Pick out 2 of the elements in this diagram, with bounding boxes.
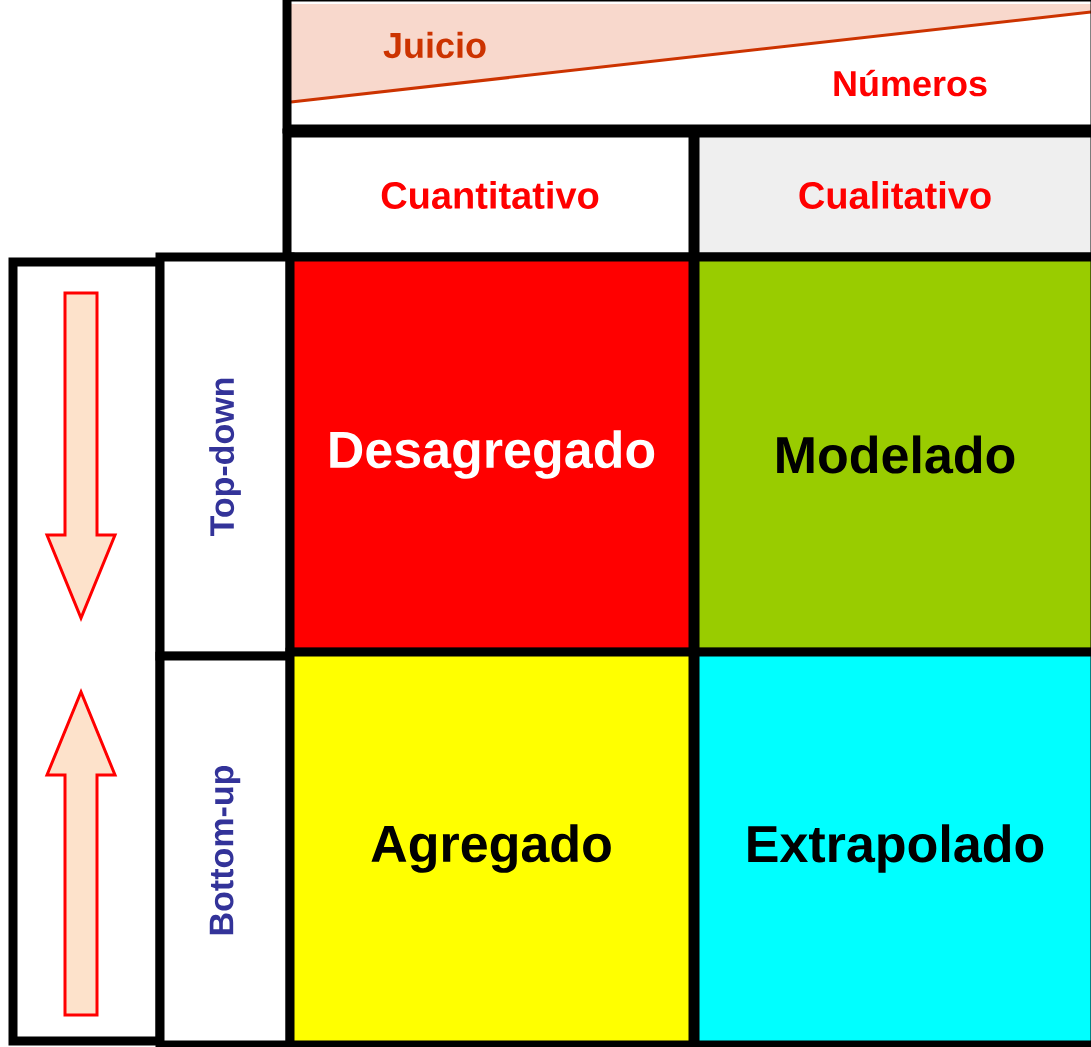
row-header: Top-down	[155, 252, 295, 661]
header-box: Juicio Números	[282, 0, 1091, 134]
